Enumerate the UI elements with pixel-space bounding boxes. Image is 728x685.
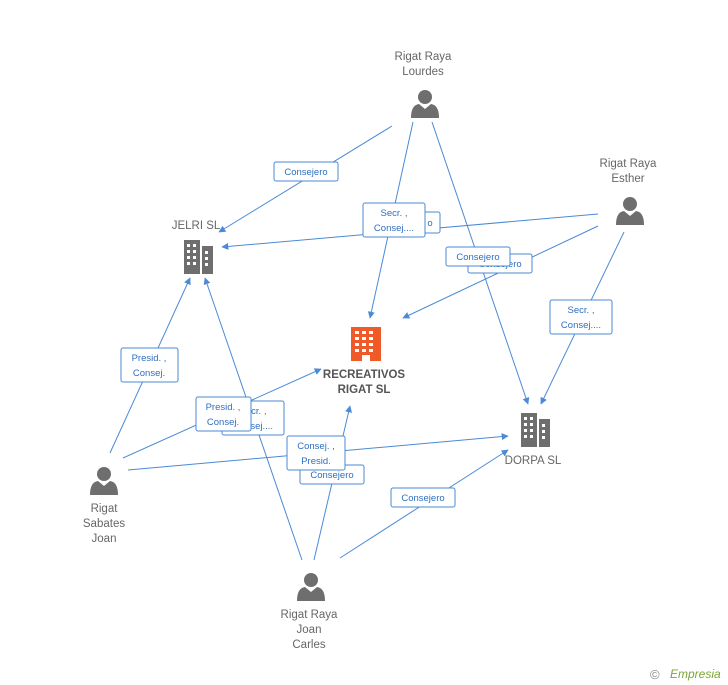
edge-label-lourdes-jelri[interactable]: Consejero: [273, 161, 339, 182]
company-name: JELRI SL: [172, 220, 221, 232]
person-name-line1: Rigat Raya: [600, 158, 657, 170]
edge-label-text: Consejero: [401, 493, 444, 504]
person-node-esther[interactable]: Rigat Raya Esther: [600, 158, 657, 225]
building-icon: [351, 327, 381, 361]
edge-label-text: Consej....: [561, 320, 601, 331]
company-name: DORPA SL: [505, 455, 562, 467]
edge-label-text: Consejero: [284, 167, 327, 178]
edge-label-text: Consej....: [374, 223, 414, 234]
edge-label-text: Secr. ,: [240, 406, 267, 417]
person-node-sabates[interactable]: Rigat Sabates Joan: [83, 467, 125, 545]
building-icon: [184, 240, 213, 274]
person-icon: [411, 90, 439, 118]
person-name-line1: Rigat Raya: [281, 609, 338, 621]
edge-labels: Consejero o Secr. , Consej.... Consejero…: [120, 161, 613, 508]
person-name-line2: Esther: [611, 173, 644, 185]
person-name-line3: Joan: [92, 533, 117, 545]
company-name-line1: RECREATIVOS: [323, 369, 406, 381]
edge-label-sabates-center[interactable]: Presid. , Consej.: [195, 396, 252, 432]
edge-label-esther-jelri[interactable]: Secr. , Consej....: [362, 202, 426, 238]
edge-label-esther-dorpa[interactable]: Secr. , Consej....: [549, 299, 613, 335]
edge-label-carles-dorpa[interactable]: Consejero: [390, 487, 456, 508]
person-name-line1: Rigat: [91, 503, 119, 515]
edge-label-text: Consejero: [456, 252, 499, 263]
person-icon: [616, 197, 644, 225]
edge-label-sabates-dorpa[interactable]: Consej. , Presid.: [286, 435, 346, 471]
edge-label-text: Presid. ,: [206, 402, 241, 413]
edge-label-text: Secr. ,: [568, 305, 595, 316]
footer-brand: © Empresia: [650, 667, 721, 682]
person-node-lourdes[interactable]: Rigat Raya Lourdes: [395, 51, 452, 118]
company-name-line2: RIGAT SL: [338, 384, 391, 396]
copyright-icon: ©: [650, 667, 660, 682]
person-name-line3: Carles: [292, 639, 325, 651]
company-node-dorpa[interactable]: DORPA SL: [505, 413, 562, 467]
edge-label-text: Consej....: [233, 421, 273, 432]
person-icon: [90, 467, 118, 495]
company-node-jelri[interactable]: JELRI SL: [172, 220, 221, 274]
person-name-line2: Sabates: [83, 518, 125, 530]
edge-label-text: Consej.: [133, 368, 165, 379]
edge-label-text: Consej.: [207, 417, 239, 428]
edge-label-text: Consejero: [310, 470, 353, 481]
edge-label-text: o: [427, 218, 432, 229]
person-name-line2: Joan: [297, 624, 322, 636]
person-name-line1: Rigat Raya: [395, 51, 452, 63]
edge-label-text: Presid. ,: [132, 353, 167, 364]
person-name-line2: Lourdes: [402, 66, 444, 78]
edge-label-lourdes-dorpa[interactable]: Consejero: [445, 246, 511, 267]
edge-label-text: Presid.: [301, 456, 331, 467]
brand-name: Empresia: [670, 667, 721, 681]
person-icon: [297, 573, 325, 601]
person-node-carles[interactable]: Rigat Raya Joan Carles: [281, 573, 338, 651]
edge-label-text: Secr. ,: [381, 208, 408, 219]
edge-label-text: Consej. ,: [297, 441, 335, 452]
edge-label-sabates-jelri[interactable]: Presid. , Consej.: [120, 347, 179, 383]
building-icon: [521, 413, 550, 447]
company-node-center[interactable]: RECREATIVOS RIGAT SL: [323, 327, 406, 396]
